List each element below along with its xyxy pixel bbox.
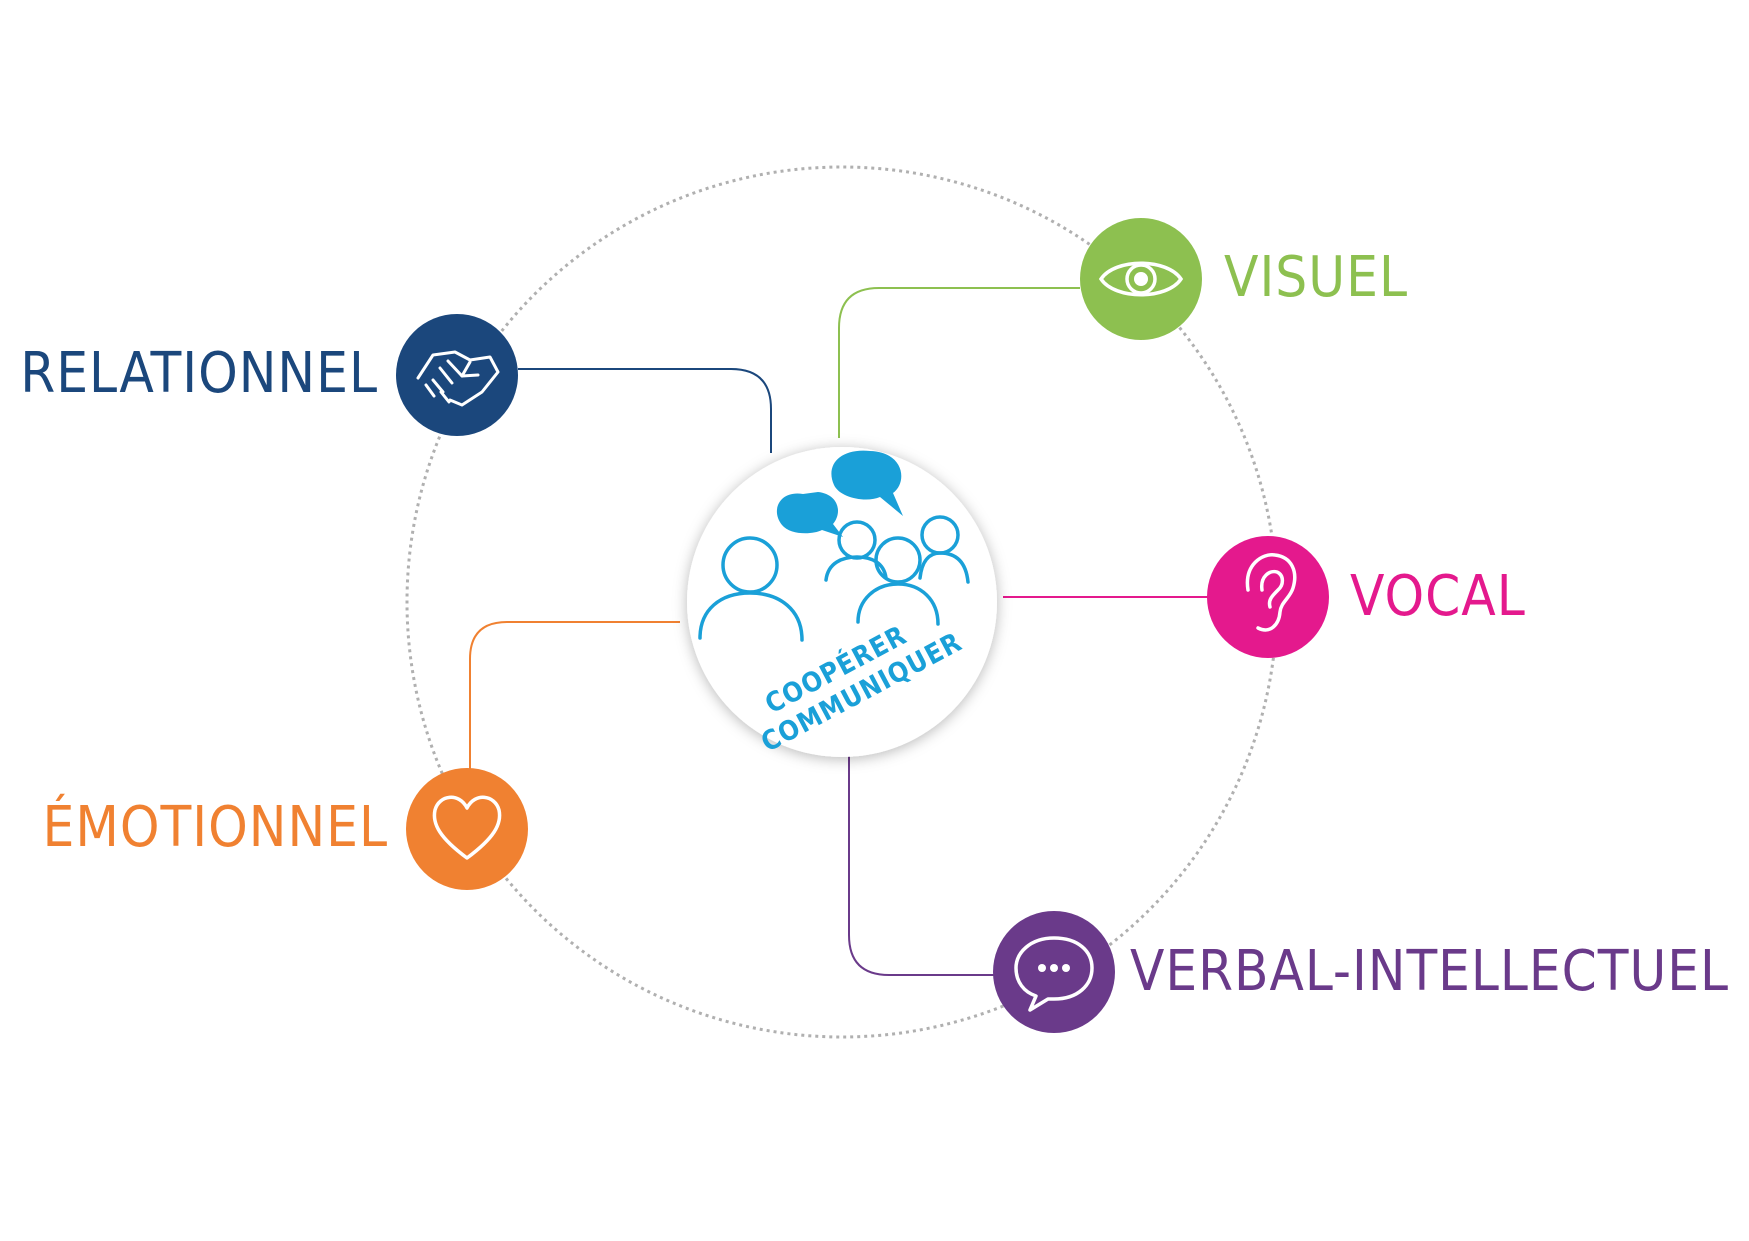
label-emotionnel: ÉMOTIONNEL [43, 795, 388, 860]
connector-verbal [848, 754, 996, 976]
eye-icon [1098, 261, 1184, 297]
label-visuel: VISUEL [1224, 245, 1408, 310]
connector-visuel [838, 287, 1080, 438]
center-node: COOPÉRER COMMUNIQUER [687, 447, 997, 758]
heart-icon [432, 795, 502, 860]
label-verbal: VERBAL-INTELLECTUEL [1130, 939, 1729, 1004]
connector-emotionnel [469, 621, 680, 770]
ear-icon [1245, 553, 1297, 632]
speech-bubble-icon [1014, 936, 1094, 1012]
label-relationnel: RELATIONNEL [20, 341, 378, 406]
node-verbal: VERBAL-INTELLECTUEL [993, 911, 1729, 1033]
handshake-icon [416, 350, 500, 407]
node-vocal: VOCAL [1207, 536, 1526, 658]
connector-relationnel [518, 368, 772, 453]
label-vocal: VOCAL [1350, 564, 1526, 629]
group-talking-icon [698, 450, 970, 642]
node-visuel: VISUEL [1080, 218, 1408, 340]
node-emotionnel: ÉMOTIONNEL [43, 768, 528, 890]
node-relationnel: RELATIONNEL [20, 314, 518, 436]
